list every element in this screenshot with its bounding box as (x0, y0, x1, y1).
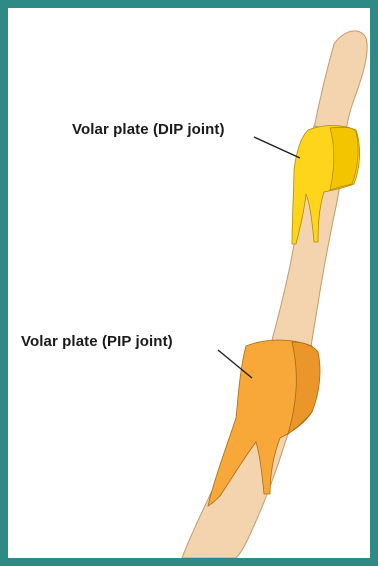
distal-phalanx (314, 31, 367, 136)
pip-volar-plate-label: Volar plate (PIP joint) (21, 333, 173, 350)
dip-leader-line (254, 137, 300, 158)
dip-volar-plate-label: Volar plate (DIP joint) (72, 121, 225, 138)
finger-diagram (8, 8, 370, 558)
